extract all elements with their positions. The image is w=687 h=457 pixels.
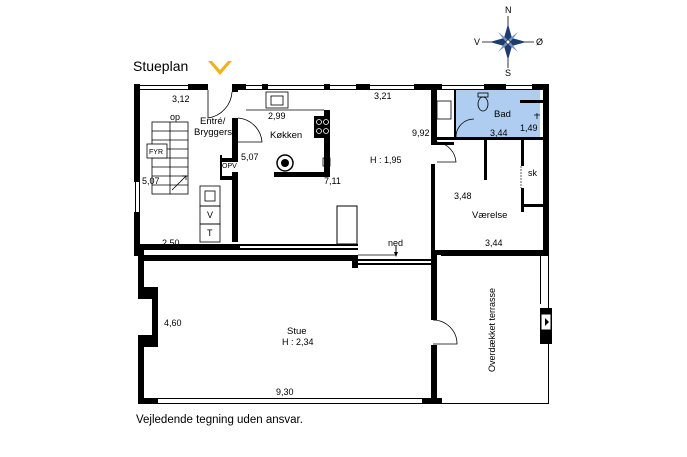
room-terrace: Overdækket terrasse — [487, 288, 497, 372]
bath-sink-icon — [436, 100, 452, 120]
room-kitchen: Køkken — [270, 130, 302, 141]
room-entry-line2: Bryggers — [194, 127, 232, 138]
dim-kitchen-length: 7,11 — [324, 176, 341, 186]
stairs-up-label: op — [170, 112, 180, 122]
living-height: H : 2,34 — [282, 337, 314, 347]
laundry-appliances — [199, 185, 221, 243]
boiler-box — [146, 143, 168, 159]
kitchen-sink-icon — [265, 91, 289, 109]
compass-east: Ø — [536, 37, 543, 47]
dim-bath-depth: 1,49 — [520, 123, 538, 133]
washer-label: V — [207, 210, 213, 220]
stove-icon — [314, 116, 330, 138]
compass-west: V — [474, 37, 480, 47]
dim-kitchen-width: 2,99 — [268, 111, 286, 121]
rotary-table-icon — [276, 154, 294, 172]
dim-hall-length: 9,92 — [412, 128, 430, 138]
kitchen-fixtures — [246, 91, 331, 172]
dim-entry-depth: 5,07 — [142, 176, 160, 186]
dim-room-depth: 3,48 — [454, 191, 472, 201]
entrance-marker-icon — [208, 61, 232, 75]
door-swings — [207, 90, 475, 345]
boiler-label: FYR — [149, 149, 163, 156]
dim-kitchen-depth: 5,07 — [241, 152, 259, 162]
opv-label: OPV — [222, 163, 237, 170]
compass-south: S — [505, 68, 511, 78]
dim-living-width: 9,30 — [276, 387, 294, 397]
room-entry-line1: Entré/ — [200, 116, 226, 127]
walls — [134, 84, 552, 404]
dryer-label: T — [207, 228, 213, 238]
hall-height: H : 1,95 — [370, 155, 402, 165]
dim-entry-width: 3,12 — [172, 94, 190, 104]
down-arrow-icon — [394, 252, 398, 257]
plan-title: Stueplan — [133, 58, 189, 74]
room-living: Stue — [287, 326, 307, 337]
stairs-down-label: ned — [388, 238, 403, 248]
compass-icon — [482, 16, 534, 68]
dim-bath-width: 3,44 — [490, 128, 508, 138]
dim-hall-width: 3,21 — [374, 91, 392, 101]
closet-label: sk — [528, 168, 538, 178]
room-vaerelse: Værelse — [472, 210, 507, 221]
dim-living-depth: 4,60 — [164, 318, 182, 328]
dim-room-width: 3,44 — [485, 238, 503, 248]
bath-floor — [455, 90, 540, 137]
compass-north: N — [505, 5, 512, 15]
dim-utility-width: 2,50 — [162, 238, 180, 248]
room-bath: Bad — [494, 109, 511, 120]
bath-fixtures — [436, 92, 540, 120]
disclaimer: Vejledende tegning uden ansvar. — [136, 414, 303, 426]
